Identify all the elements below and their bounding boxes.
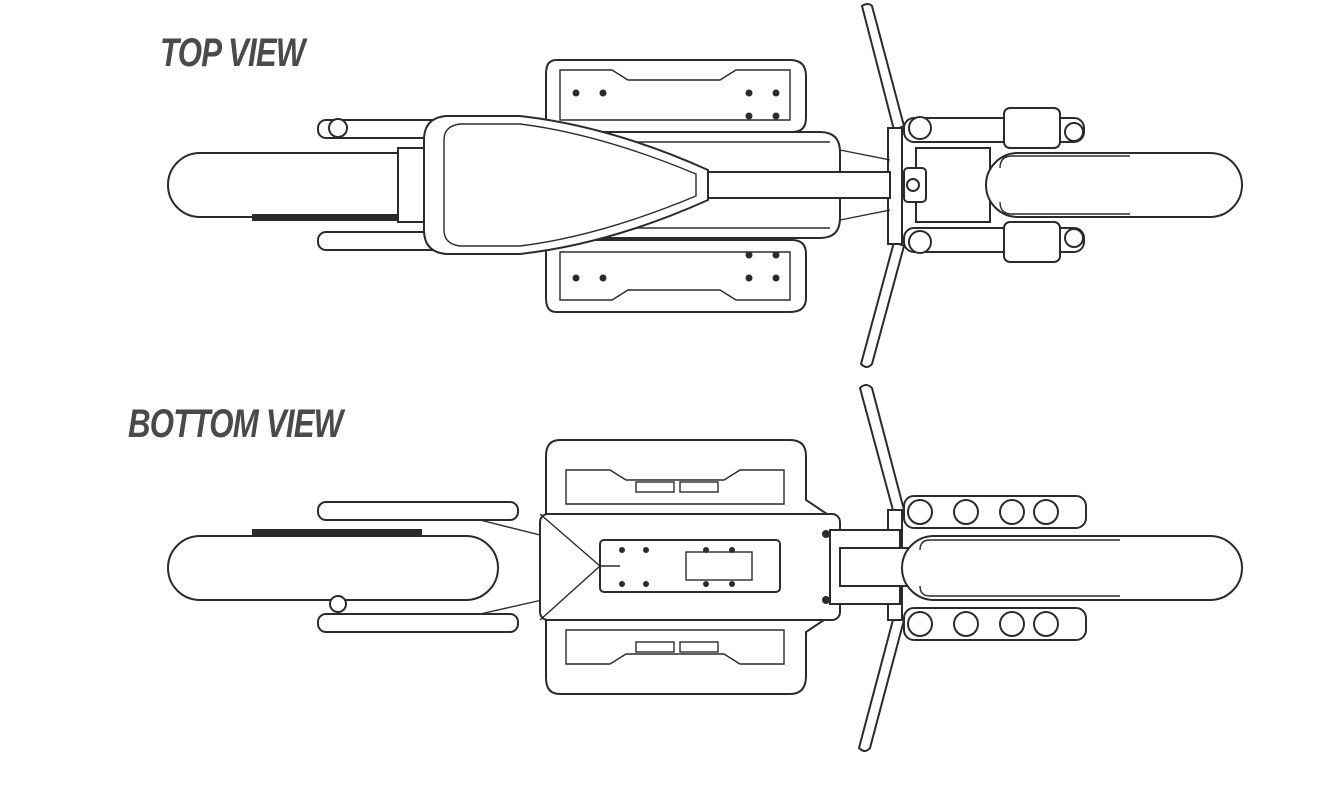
- top-front-fork: [903, 107, 1085, 263]
- bottom-drive-belt: [252, 529, 422, 536]
- bottom-swing-arm-upper: [317, 501, 519, 521]
- bottom-view-drawing: [167, 384, 1243, 752]
- bottom-battery-cover: [599, 539, 781, 593]
- top-footrest-left: [545, 59, 807, 133]
- top-view-drawing: [167, 3, 1243, 368]
- top-seat: [423, 115, 709, 255]
- top-stem: [699, 171, 891, 199]
- bottom-rear-wheel: [167, 535, 499, 601]
- top-handlebar: [859, 3, 906, 368]
- bottom-stem: [839, 547, 911, 587]
- top-front-wheel: [985, 152, 1243, 218]
- top-footrest-right: [545, 239, 807, 313]
- bottom-front-wheel: [901, 535, 1243, 601]
- bottom-view-title: BOTTOM VIEW: [128, 402, 343, 446]
- top-view-title: TOP VIEW: [160, 31, 305, 75]
- top-drive-belt: [252, 214, 412, 221]
- bottom-front-fork: [903, 495, 1087, 641]
- top-axle-bolt: [328, 118, 348, 138]
- bottom-swing-arm-lower: [317, 613, 519, 633]
